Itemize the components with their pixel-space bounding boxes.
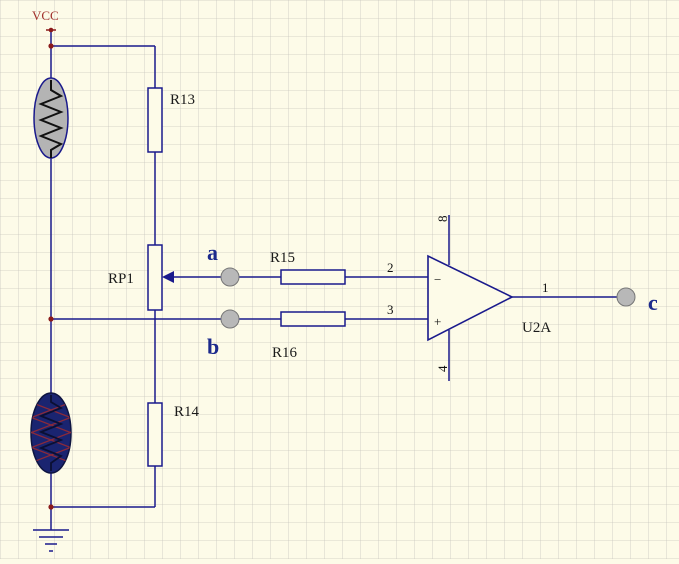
opamp-minus-sign: −: [434, 272, 441, 287]
terminal-b[interactable]: [220, 309, 240, 329]
label-node-b: b: [207, 334, 219, 359]
label-rp1: RP1: [108, 271, 134, 287]
junctions: [46, 27, 56, 510]
label-pin-3: 3: [387, 302, 394, 317]
resistor-zigzag-icon: [38, 80, 64, 158]
junction-bottom: [48, 504, 54, 510]
terminal-c[interactable]: [616, 287, 636, 307]
opamp-u2a: − +: [427, 254, 514, 342]
resistor-r14: [147, 402, 163, 467]
label-r14: R14: [174, 404, 200, 420]
label-pin-2: 2: [387, 260, 394, 275]
wires: [50, 30, 617, 530]
label-r13: R13: [170, 92, 195, 108]
label-pin-4: 4: [435, 365, 450, 372]
terminal-a[interactable]: [220, 267, 240, 287]
opamp-plus-sign: +: [434, 314, 441, 329]
resistor-r13: [147, 87, 163, 153]
label-node-c: c: [648, 290, 658, 315]
ground-symbol: [33, 529, 69, 552]
junction-mid: [48, 316, 54, 322]
resistor-r15: [280, 269, 346, 285]
photoresistor: [33, 77, 69, 159]
label-vcc: VCC: [32, 8, 59, 23]
wiper-arrow-icon: [162, 271, 174, 283]
label-r15: R15: [270, 250, 295, 266]
label-pin-1: 1: [542, 280, 549, 295]
label-node-a: a: [207, 240, 218, 265]
thermistor-zigzag-icon: [38, 395, 64, 471]
potentiometer-rp1: [147, 244, 174, 311]
label-pin-8: 8: [435, 216, 450, 223]
junction-top: [48, 43, 54, 49]
resistor-r16: [280, 311, 346, 327]
label-r16: R16: [272, 345, 298, 361]
label-u2a: U2A: [522, 320, 551, 336]
